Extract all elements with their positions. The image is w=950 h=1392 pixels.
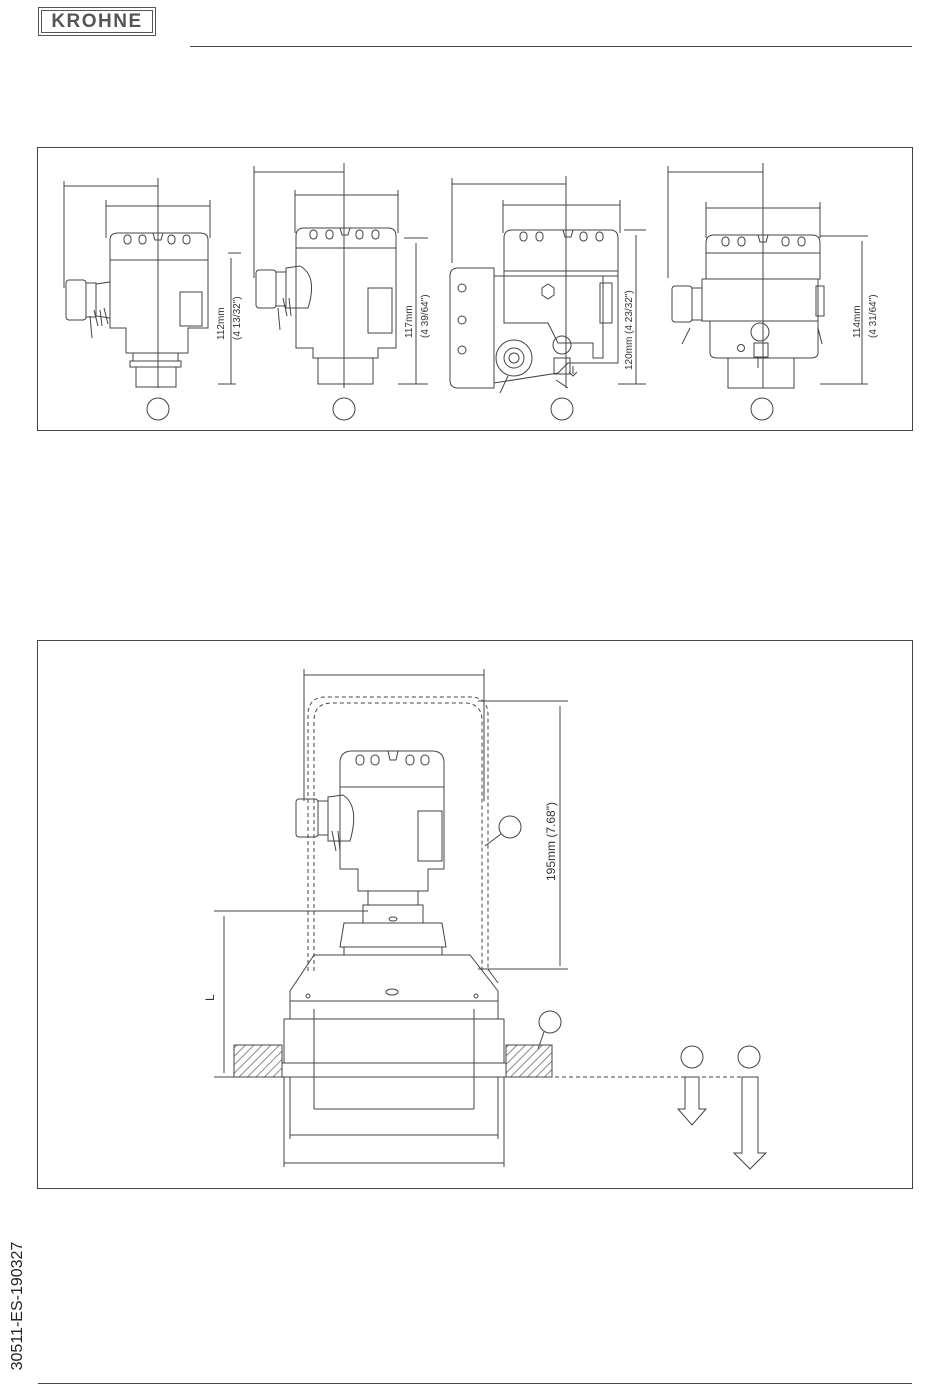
housing-drawing: 112mm (4 13/32") 117mm (4 39/64") <box>38 148 914 432</box>
housing-1-dim-in: (4 13/32") <box>232 296 243 340</box>
housing-4-dim: 114mm <box>852 305 863 338</box>
housing-3-dim: 120mm (4 23/32") <box>624 290 635 370</box>
mounting-drawing: 195mm (7.68") L <box>38 641 914 1190</box>
footer-rule <box>38 1383 912 1384</box>
dim-height-label: 195mm (7.68") <box>544 802 558 881</box>
housing-2-dim: 117mm <box>404 305 415 338</box>
housing-4: 114mm (4 31/64") <box>668 163 879 420</box>
housing-2: 117mm (4 39/64") <box>254 163 431 420</box>
dim-length-label: L <box>203 994 217 1001</box>
housing-1-dim: 112mm <box>216 307 227 340</box>
krohne-logo: KROHNE <box>38 7 156 36</box>
header-rule <box>190 46 912 47</box>
document-code: 30511-ES-190327 <box>9 1231 29 1381</box>
housing-1: 112mm (4 13/32") <box>64 178 243 420</box>
housing-4-dim-in: (4 31/64") <box>868 294 879 338</box>
housing-dimensions-figure: 112mm (4 13/32") 117mm (4 39/64") <box>37 147 913 431</box>
housing-3: 120mm (4 23/32") <box>450 176 646 420</box>
housing-2-dim-in: (4 39/64") <box>420 294 431 338</box>
mounting-dimensions-figure: 195mm (7.68") L <box>37 640 913 1189</box>
